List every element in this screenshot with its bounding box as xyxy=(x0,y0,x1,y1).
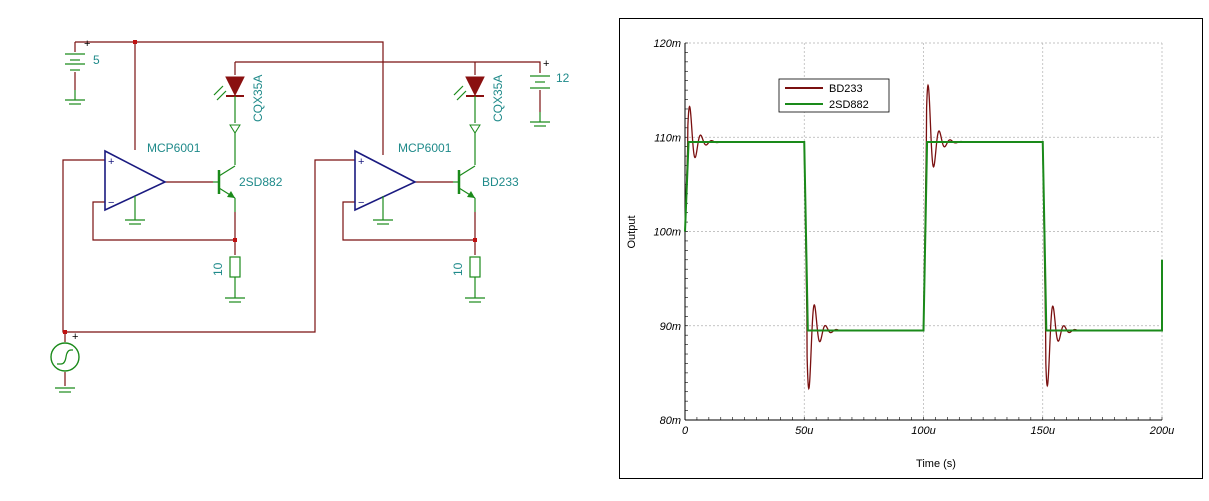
opamp-minus-sign: − xyxy=(358,197,364,209)
output-chart: 0 50u 100u 150u 200u 80m 90m 100m 110m 120m Time … xyxy=(619,18,1203,479)
series-line-2sd882 xyxy=(684,140,1163,332)
step-icon xyxy=(57,349,73,365)
legend-label: 2SD882 xyxy=(829,99,869,111)
step-source: + xyxy=(50,331,80,393)
resistor-2: 10 xyxy=(451,256,485,303)
y-tick-label: 100m xyxy=(653,227,681,239)
y-axis-label: Output xyxy=(626,215,638,248)
light-arrows-icon xyxy=(213,85,227,101)
x-tick-label: 50u xyxy=(795,425,813,437)
ground-icon xyxy=(65,90,85,105)
resistor-1-label: 10 xyxy=(211,262,225,276)
chart-series xyxy=(684,83,1163,391)
circuit-schematic: + 5 + 12 CQX35A xyxy=(50,38,570,393)
x-tick-label: 0 xyxy=(682,425,689,437)
opamp-2-label: MCP6001 xyxy=(398,141,452,155)
chart-ticks: 0 50u 100u 150u 200u 80m 90m 100m 110m 120m xyxy=(653,38,1174,437)
chart-legend: BD233 2SD882 xyxy=(778,78,890,113)
ground-icon xyxy=(373,219,393,225)
opamp-plus-sign: + xyxy=(358,156,364,168)
transistor-1: 2SD882 xyxy=(213,165,283,212)
transistor-1-label: 2SD882 xyxy=(239,175,283,189)
transistor-2: BD233 xyxy=(453,165,519,212)
transistor-2-label: BD233 xyxy=(482,175,519,189)
opamp-plus-sign: + xyxy=(108,156,114,168)
y-tick-label: 80m xyxy=(660,415,681,427)
legend-label: BD233 xyxy=(829,83,863,95)
wires xyxy=(62,41,541,386)
ground-icon xyxy=(465,297,485,303)
junctions xyxy=(63,40,477,334)
y-tick-label: 110m xyxy=(654,132,681,144)
x-tick-label: 150u xyxy=(1031,425,1055,437)
battery-plus-sign: + xyxy=(543,58,549,70)
battery-plus-sign: + xyxy=(84,38,90,50)
opamp-minus-sign: − xyxy=(108,197,114,209)
resistor-1: 10 xyxy=(211,256,245,303)
ground-icon xyxy=(530,112,550,127)
x-tick-label: 200u xyxy=(1149,425,1174,437)
light-arrows-icon xyxy=(453,85,467,101)
led-1-label: CQX35A xyxy=(251,75,265,122)
chart-frame xyxy=(619,18,1203,479)
opamp-2: + − MCP6001 xyxy=(354,141,452,225)
x-tick-label: 100u xyxy=(911,425,935,437)
legend-box xyxy=(778,78,890,113)
x-axis-label: Time (s) xyxy=(916,458,956,470)
led-1: CQX35A xyxy=(213,75,265,165)
junction xyxy=(63,330,67,334)
y-tick-label: 120m xyxy=(653,38,681,50)
led-2-label: CQX35A xyxy=(491,75,505,122)
source-plus-sign: + xyxy=(72,331,78,343)
junction xyxy=(133,40,137,44)
resistor-2-label: 10 xyxy=(451,262,465,276)
opamp-1-label: MCP6001 xyxy=(147,141,201,155)
led-2: CQX35A xyxy=(453,75,505,165)
battery-5v: + 5 xyxy=(65,38,100,105)
opamp-1: + − MCP6001 xyxy=(104,141,201,225)
ground-icon xyxy=(225,297,245,303)
y-tick-label: 90m xyxy=(660,321,681,333)
junction xyxy=(233,238,237,242)
ground-icon xyxy=(125,219,145,225)
ground-icon xyxy=(55,387,75,393)
battery-5v-label: 5 xyxy=(93,53,100,67)
battery-12v-label: 12 xyxy=(556,71,570,85)
junction xyxy=(473,238,477,242)
battery-12v: + 12 xyxy=(530,58,570,127)
